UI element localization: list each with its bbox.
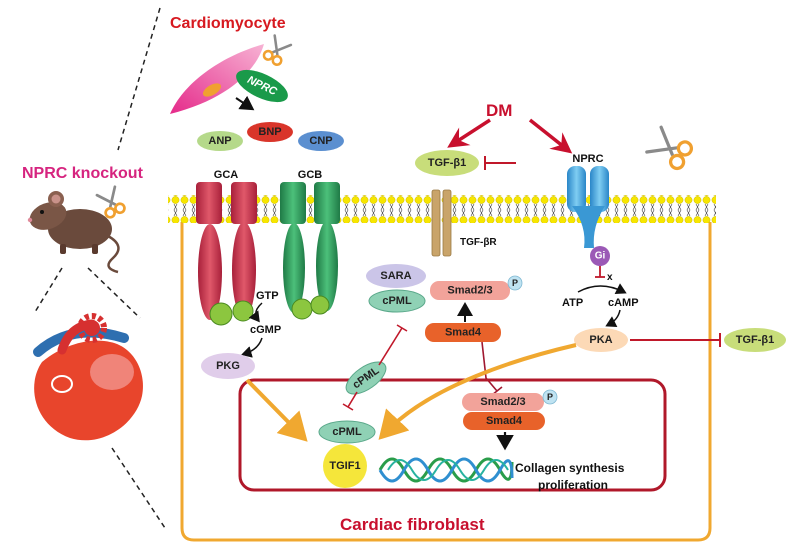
svg-text:cPML: cPML [382,295,412,307]
cardiomyocyte-label: Cardiomyocyte [170,15,286,32]
dm-label: DM [486,101,512,120]
gtp-label: GTP [256,290,279,302]
tgf-b1-extracellular: TGF-β1 [415,150,479,176]
svg-text:P: P [512,278,518,288]
svg-text:Smad4: Smad4 [445,327,482,339]
gcb-label: GCB [298,169,323,181]
dm-arrow-tgf [447,118,491,148]
svg-text:Smad4: Smad4 [486,415,523,427]
dashed-line-bottom [111,447,166,529]
tgf-b1-right: TGF-β1 [724,328,786,352]
gcb-receptor [280,182,340,320]
camp-to-pka-arrow [605,309,621,328]
gcb-catalytic-domain [310,295,330,315]
camp-label: cAMP [608,297,639,309]
tgf-b-receptor [431,189,452,257]
nprc-cardiomyocyte: NPRC [236,69,288,103]
pka-kinase: PKA [574,328,628,352]
cpml-nucleus: cPML [318,420,376,444]
tgf-br-label: TGF-βR [460,237,497,248]
plasma-membrane [168,195,716,223]
cardiomyocyte-cell [170,44,264,114]
inhibition-smad4-nucleus [481,341,498,392]
atp-label: ATP [562,297,583,309]
cgmp-to-pkg-arrow [241,337,263,358]
dm-arrow-nprc [528,118,573,154]
pkg-kinase: PKG [201,353,255,379]
svg-text:ANP: ANP [208,135,231,147]
phospho-badge: P [542,389,558,405]
svg-text:TGF-β1: TGF-β1 [736,334,775,346]
cardiac-fibroblast-label: Cardiac fibroblast [340,515,485,534]
svg-text:PKG: PKG [216,360,240,372]
gcb-catalytic-domain [291,298,313,320]
svg-text:TGIF1: TGIF1 [329,460,360,472]
inhibition-pka-tgf [630,333,721,347]
cardiomyocyte-nucleus [202,83,222,97]
svg-text:Smad2/3: Smad2/3 [480,396,525,408]
nprc-knockout-label: NPRC knockout [22,165,144,182]
gca-catalytic-domain [232,300,254,322]
proliferation-label: proliferation [538,478,608,492]
mouse-icon [27,191,120,274]
gca-label: GCA [214,169,239,181]
cnp-peptide: CNP [298,131,344,151]
smad23-cytoplasm: Smad2/3 [430,281,510,300]
smad23-nucleus: Smad2/3 [462,393,544,411]
scissors-icon [95,185,126,219]
svg-text:cPML: cPML [332,426,362,438]
svg-text:Smad2/3: Smad2/3 [447,285,492,297]
scissors-icon [645,125,694,171]
sara-protein: SARA [366,264,426,288]
inhibition-cpml-cytoplasm [378,324,408,366]
cpml-transit: cPML [345,361,387,395]
inhibition-cpml-nucleus [342,391,358,411]
nucleus-border [238,378,667,492]
pka-activation-arrow [378,343,577,440]
fibroblast-cell-border [180,222,712,542]
atp-to-camp-arrow [577,283,627,295]
anp-peptide: ANP [197,131,243,151]
inhibited-x-label: x [607,272,613,283]
secretion-arrow [235,95,255,111]
dashed-line-mouse-heart-right [87,267,141,319]
inhibition-gi [595,266,605,278]
collagen-synthesis-label: Collagen synthesis [515,461,625,475]
dna-helix-icon [378,457,514,483]
inhibition-dm-tgf [484,156,516,170]
gtp-to-cgmp-arrow [248,302,263,323]
bnp-peptide: BNP [247,122,293,142]
tgif1-factor: TGIF1 [323,444,367,488]
scissors-icon [262,34,293,66]
nprc-receptor [567,166,609,248]
heart-icon [33,313,143,441]
gca-receptor [196,182,257,326]
svg-text:TGF-β1: TGF-β1 [428,157,467,169]
svg-text:CNP: CNP [309,135,332,147]
cpml-cytoplasm: cPML [368,289,426,313]
smad4-nucleus: Smad4 [463,412,545,430]
svg-text:P: P [547,392,553,402]
nprc-receptor-label: NPRC [572,153,603,165]
pkg-activation-arrow [245,378,308,442]
phospho-badge: P [507,275,523,291]
gi-protein: Gi [590,246,610,266]
svg-text:Gi: Gi [595,251,606,262]
smad4-cytoplasm: Smad4 [425,323,501,342]
dashed-connectors [34,7,166,529]
cgmp-label: cGMP [250,324,281,336]
dashed-line-top [117,7,161,151]
gca-catalytic-domain [209,302,233,326]
dashed-line-mouse-heart-left [34,267,63,313]
svg-text:SARA: SARA [380,270,411,282]
svg-text:PKA: PKA [589,334,612,346]
svg-text:BNP: BNP [258,126,281,138]
